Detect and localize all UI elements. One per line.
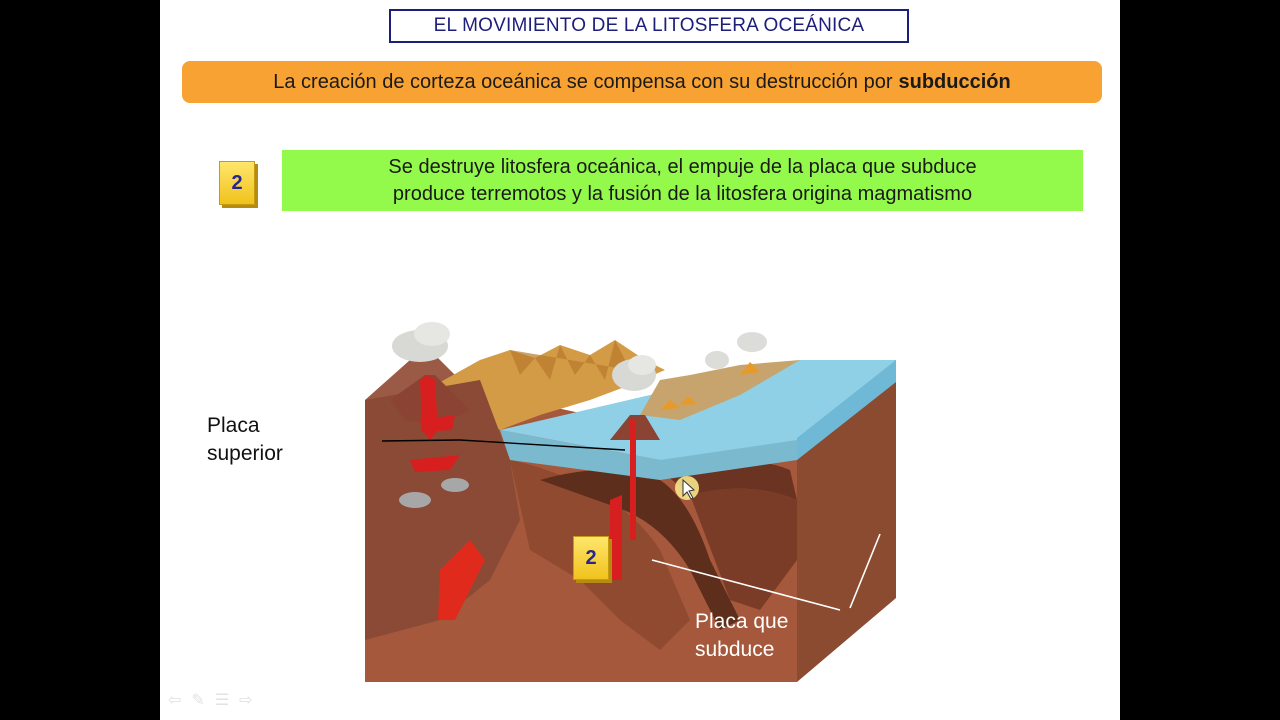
label-upper-line-1: Placa [207,414,260,437]
label-upper-plate: Placa superior [207,412,283,468]
subtitle-bold-text: subducción [898,70,1011,93]
diagram-badge-number: 2 [585,546,597,569]
description-box: Se destruye litosfera oceánica, el empuj… [282,150,1083,211]
pen-icon[interactable]: ✎ [191,692,205,709]
diagram-step-badge[interactable]: 2 [573,536,609,580]
subtitle-bar: La creación de corteza oceánica se compe… [182,61,1102,103]
label-subducting-plate: Placa que subduce [695,608,788,664]
slide-title: EL MOVIMIENTO DE LA LITOSFERA OCEÁNICA [389,9,909,43]
step-badge-number: 2 [231,171,243,194]
slide-menu-icon[interactable]: ☰ [214,692,230,709]
arrow-right-icon[interactable]: ⇨ [239,692,253,709]
subduction-diagram [365,322,896,682]
description-line-2: produce terremotos y la fusión de la lit… [392,182,973,205]
slide-title-text: EL MOVIMIENTO DE LA LITOSFERA OCEÁNICA [433,15,865,36]
label-subduct-line-1: Placa que [695,610,789,633]
description-line-1: Se destruye litosfera oceánica, el empuj… [388,155,977,178]
subtitle-text: La creación de corteza oceánica se compe… [273,70,893,93]
step-badge[interactable]: 2 [219,161,255,205]
slide: EL MOVIMIENTO DE LA LITOSFERA OCEÁNICA L… [160,0,1120,720]
slide-navigation: ⇦ ✎ ☰ ⇨ [168,690,253,710]
label-subduct-line-2: subduce [695,638,775,661]
arrow-left-icon[interactable]: ⇦ [168,692,182,709]
label-upper-line-2: superior [207,442,283,465]
